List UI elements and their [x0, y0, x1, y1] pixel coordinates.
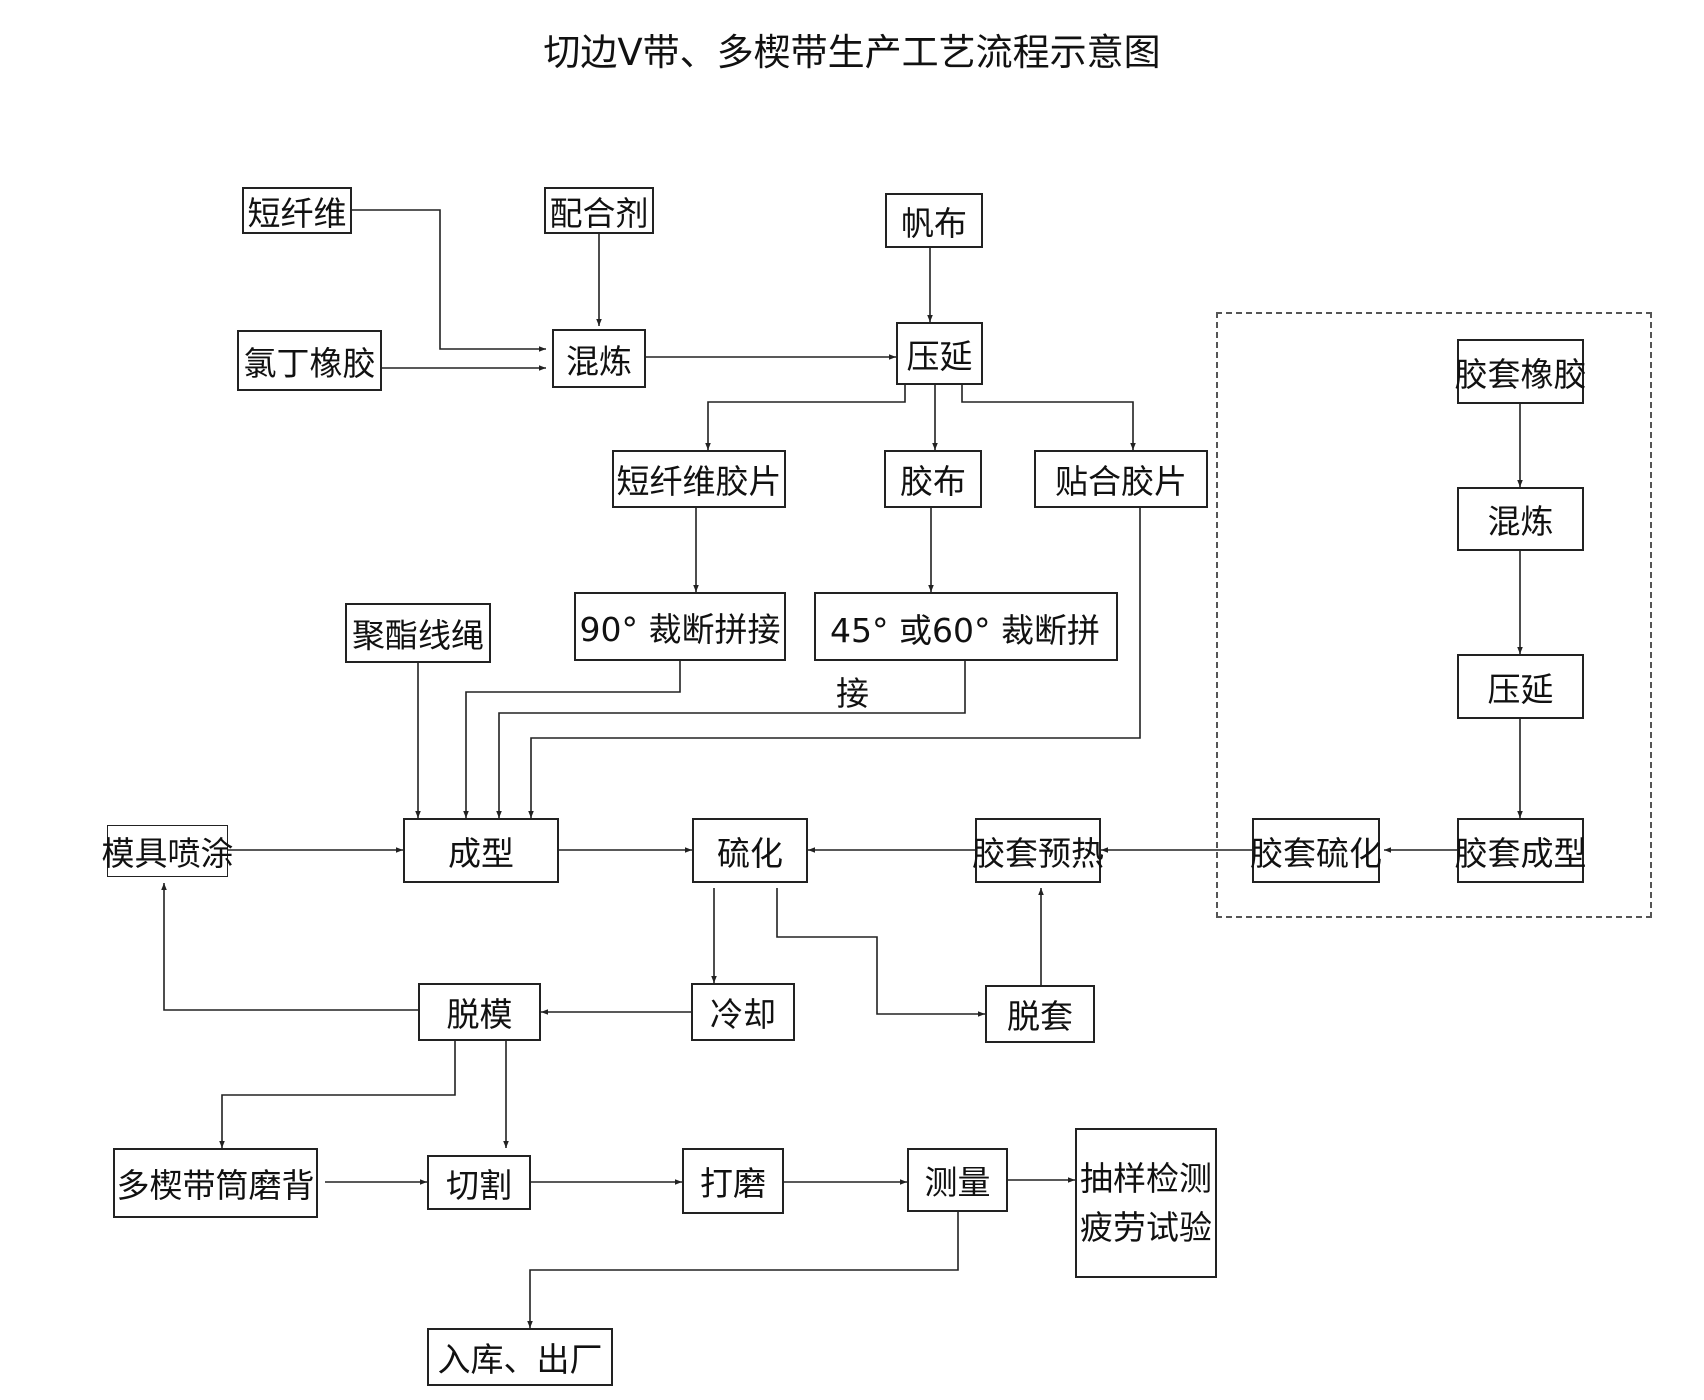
sleeve-process-group — [1216, 312, 1652, 918]
edge-measurement-warehousing — [527, 1212, 959, 1328]
node-cooling: 冷却 — [691, 983, 795, 1041]
node-sleeve-preheat: 胶套预热 — [972, 818, 1104, 883]
node-rubberized-fabric: 胶布 — [884, 450, 982, 508]
node-sleeve-vulcanization: 胶套硫化 — [1250, 818, 1382, 883]
node-measurement: 测量 — [907, 1148, 1008, 1212]
node-laminated-sheet: 贴合胶片 — [1034, 450, 1208, 508]
node-sleeve-removal: 脱套 — [985, 985, 1095, 1043]
edge-calendering-short-fiber-sheet — [705, 384, 906, 450]
node-mold-spraying: 模具喷涂 — [102, 825, 234, 877]
edge-cut4560-forming — [496, 661, 966, 818]
node-cut-splice-45-60-line1: 45° 或60° 裁断拼 — [830, 611, 1100, 650]
edge-demolding-mold — [161, 883, 418, 1011]
node-warehousing: 入库、出厂 — [427, 1328, 613, 1386]
node-vulcanization: 硫化 — [692, 818, 808, 883]
edge-short-fiber-mixing — [352, 209, 546, 352]
node-cutting: 切割 — [427, 1155, 531, 1210]
node-sleeve-rubber: 胶套橡胶 — [1455, 339, 1587, 404]
node-cut-splice-45-60-line2: 接 — [836, 674, 869, 713]
edge-demolding-grinding-back — [219, 1041, 456, 1148]
node-sleeve-calendering: 压延 — [1457, 654, 1584, 719]
node-grinding: 打磨 — [682, 1148, 784, 1214]
node-calendering: 压延 — [896, 322, 983, 385]
edge-cut90-forming — [463, 661, 681, 818]
edge-vulcanization-sleeve-removal — [776, 888, 985, 1017]
edge-laminated-forming — [528, 508, 1141, 818]
node-cut-splice-90: 90° 裁断拼接 — [574, 592, 786, 661]
node-multi-wedge-grinding: 多楔带筒磨背 — [113, 1148, 318, 1218]
node-mixing: 混炼 — [552, 329, 646, 388]
node-short-fiber: 短纤维 — [242, 187, 352, 234]
node-sampling-line1: 抽样检测 — [1080, 1158, 1212, 1198]
node-sleeve-forming: 胶套成型 — [1455, 818, 1587, 883]
node-polyester-cord: 聚酯线绳 — [345, 603, 491, 663]
node-compound-agent: 配合剂 — [544, 187, 654, 234]
node-sleeve-mixing: 混炼 — [1457, 487, 1584, 551]
node-canvas-fabric: 帆布 — [885, 193, 983, 248]
node-demolding: 脱模 — [418, 983, 541, 1041]
edge-calendering-laminated-sheet — [961, 384, 1136, 450]
diagram-title: 切边V带、多楔带生产工艺流程示意图 — [543, 31, 1161, 74]
node-sampling-line2: 疲劳试验 — [1080, 1208, 1212, 1247]
node-chloroprene-rubber: 氯丁橡胶 — [237, 330, 382, 391]
node-cut-splice-45-60: 45° 或60° 裁断拼 — [814, 592, 1118, 661]
node-forming: 成型 — [403, 818, 559, 883]
node-short-fiber-sheet: 短纤维胶片 — [612, 450, 786, 508]
node-sampling-fatigue: 抽样检测 疲劳试验 — [1075, 1128, 1217, 1278]
